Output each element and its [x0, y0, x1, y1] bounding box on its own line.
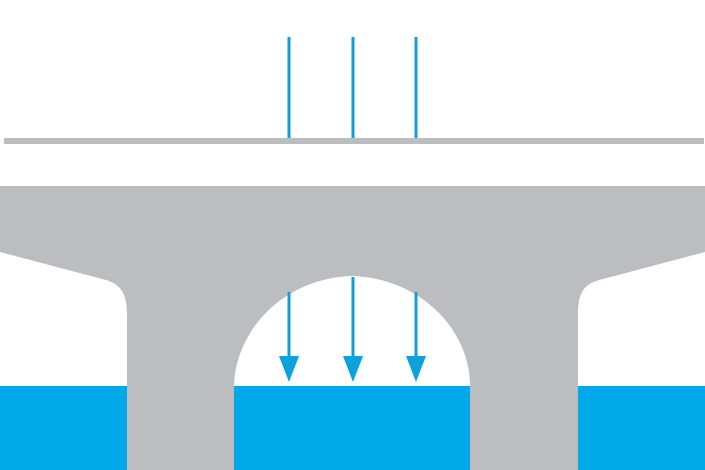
- water: [0, 386, 705, 470]
- bridge-structure: [0, 186, 705, 470]
- lower-load-arrow-left: [279, 292, 299, 382]
- top-surface-line: [4, 138, 704, 144]
- lower-load-arrow-center: [343, 277, 363, 382]
- lower-load-arrow-right: [406, 292, 426, 382]
